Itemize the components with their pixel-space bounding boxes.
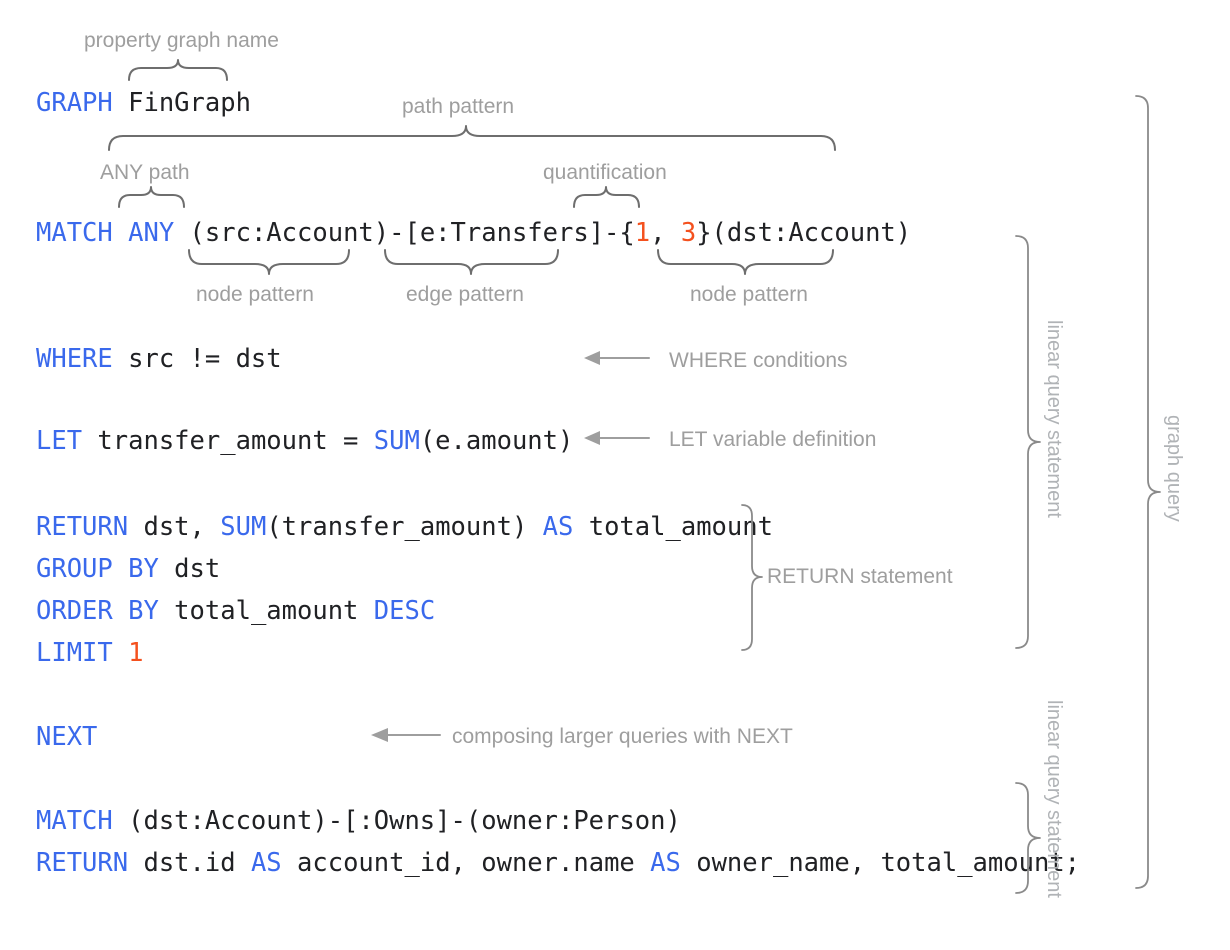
label-property-graph-name: property graph name (84, 29, 279, 52)
code-token: total_amount (158, 596, 374, 626)
code-line-orderby: ORDER BY total_amount DESC (36, 596, 435, 626)
label-return-statement: RETURN statement (767, 565, 953, 588)
label-let-variable-definition: LET variable definition (669, 428, 877, 451)
brace-path-pattern (108, 125, 836, 151)
code-token: RETURN (36, 512, 129, 542)
label-any-path: ANY path (100, 161, 190, 184)
code-token: AS (250, 848, 282, 878)
label-edge-pattern: edge pattern (406, 283, 524, 306)
code-token: (e.amount) (419, 426, 574, 456)
code-token: dst, (128, 512, 221, 542)
code-token: ORDER BY (36, 596, 159, 626)
code-token: DESC (373, 596, 436, 626)
code-line-next: NEXT (36, 722, 97, 752)
brace-property-graph-name (128, 59, 228, 81)
code-token: MATCH (36, 806, 113, 836)
label-linear-query-statement-2: linear query statement (1043, 700, 1065, 898)
brace-graph-query (1135, 95, 1161, 889)
code-token: GROUP BY (36, 554, 159, 584)
brace-any-path (118, 186, 185, 208)
arrow-composing-with-next (371, 728, 441, 742)
code-token: SUM (373, 426, 420, 456)
code-token: LET (36, 426, 83, 456)
code-token: 3 (680, 218, 697, 248)
brace-quantification (573, 186, 640, 208)
code-token: LIMIT (36, 638, 113, 668)
code-token: 1 (634, 218, 651, 248)
code-token: (dst:Account)-[:Owns]-(owner:Person) (112, 806, 681, 836)
code-line-match: MATCH ANY (src:Account)-[e:Transfers]-{1… (36, 218, 911, 248)
code-token (113, 218, 128, 248)
code-token: account_id, owner.name (281, 848, 651, 878)
code-token: RETURN (36, 848, 129, 878)
brace-linear-query-statement-1 (1015, 235, 1041, 649)
code-token (113, 638, 128, 668)
code-token: total_amount (573, 512, 773, 542)
code-token: , (650, 218, 681, 248)
code-token: }(dst:Account) (696, 218, 912, 248)
code-token: (src:Account)-[e:Transfers]-{ (174, 218, 635, 248)
code-token: WHERE (36, 344, 113, 374)
code-token: NEXT (36, 722, 98, 752)
code-line-graph: GRAPH FinGraph (36, 88, 251, 118)
code-token: SUM (220, 512, 267, 542)
code-token: GRAPH (36, 88, 113, 118)
code-token: (transfer_amount) (266, 512, 543, 542)
label-path-pattern: path pattern (402, 95, 515, 118)
code-token: 1 (128, 638, 144, 668)
code-line-match-owns: MATCH (dst:Account)-[:Owns]-(owner:Perso… (36, 806, 681, 836)
code-line-let: LET transfer_amount = SUM(e.amount) (36, 426, 573, 456)
brace-node-pattern-right (657, 249, 834, 275)
code-token: AS (650, 848, 681, 878)
code-line-limit: LIMIT 1 (36, 638, 143, 668)
label-graph-query: graph query (1163, 415, 1185, 522)
code-token: transfer_amount = (82, 426, 374, 456)
label-node-pattern-right: node pattern (690, 283, 808, 306)
arrow-where-conditions (584, 351, 650, 365)
code-token: owner_name, total_amount; (680, 848, 1081, 878)
arrow-let-variable-definition (584, 431, 650, 445)
label-node-pattern-left: node pattern (196, 283, 314, 306)
code-token: src != dst (112, 344, 282, 374)
code-token: FinGraph (112, 88, 251, 118)
code-token: dst.id (128, 848, 251, 878)
code-token: AS (542, 512, 574, 542)
label-composing-with-next: composing larger queries with NEXT (452, 725, 793, 748)
code-line-return-final: RETURN dst.id AS account_id, owner.name … (36, 848, 1080, 878)
code-token: ANY (128, 218, 175, 248)
code-line-return: RETURN dst, SUM(transfer_amount) AS tota… (36, 512, 773, 542)
brace-edge-pattern (384, 249, 559, 275)
code-line-groupby: GROUP BY dst (36, 554, 220, 584)
label-quantification: quantification (543, 161, 667, 184)
brace-node-pattern-left (188, 249, 350, 275)
label-where-conditions: WHERE conditions (669, 349, 848, 372)
code-token: MATCH (36, 218, 113, 248)
code-token: dst (158, 554, 221, 584)
code-line-where: WHERE src != dst (36, 344, 282, 374)
label-linear-query-statement-1: linear query statement (1043, 320, 1065, 518)
